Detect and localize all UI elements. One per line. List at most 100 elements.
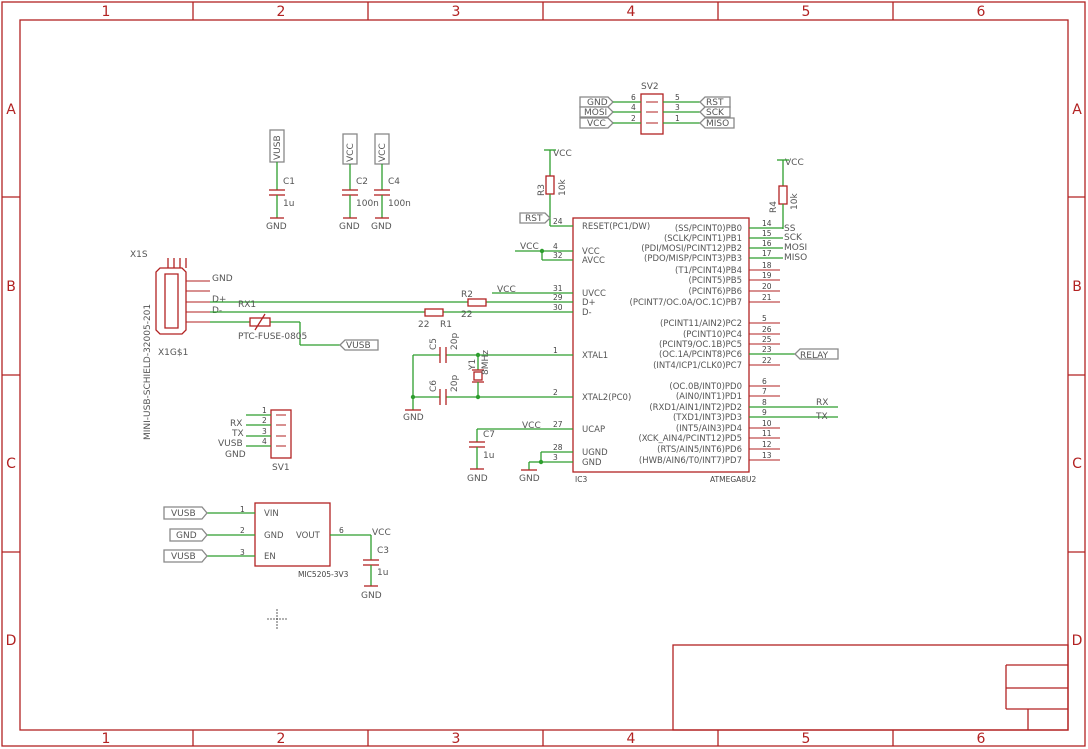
header-sv2[interactable]: SV2 GND MOSI VCC 6 4 2 5 3 1 RST SCK MIS… bbox=[579, 82, 735, 135]
frame-column-labels-top: 1 2 3 4 5 6 bbox=[102, 4, 986, 20]
relay-label: RELAY bbox=[800, 351, 829, 361]
mcu-pin-number: 5 bbox=[762, 314, 767, 323]
sv2-right-label: SCK bbox=[706, 108, 725, 118]
capacitor-c3[interactable]: VCC C3 1u GND bbox=[361, 528, 391, 601]
frame-column-labels-bottom: 1 2 3 4 5 6 bbox=[102, 731, 986, 747]
mcu-pin-number: 13 bbox=[762, 451, 772, 460]
mcu-value: ATMEGA8U2 bbox=[710, 475, 757, 484]
capacitor-c2[interactable]: VCC C2 100n GND bbox=[339, 133, 379, 232]
pin-number: 3 bbox=[240, 548, 245, 557]
mcu-pin-number: 29 bbox=[553, 293, 563, 302]
r3-value: 10k bbox=[558, 179, 568, 196]
gnd-label: GND bbox=[403, 413, 424, 423]
gnd-label: GND bbox=[266, 222, 287, 232]
resistor-r2[interactable]: R2 22 bbox=[461, 290, 487, 320]
c2-name: C2 bbox=[356, 177, 368, 187]
capacitor-c5[interactable]: C5 20p bbox=[429, 333, 460, 363]
col-label: 6 bbox=[977, 731, 986, 747]
usb-connector-x1[interactable]: X1S MINI-USB-SCHIELD-32005-201 X1G$1 GND… bbox=[130, 250, 233, 440]
mcu-pin-label: (PCINT11/AIN2)PC2 bbox=[660, 319, 742, 329]
mcu-pin-number: 7 bbox=[762, 387, 767, 396]
c6-value: 20p bbox=[450, 375, 460, 392]
mcu-ic3[interactable]: IC3 ATMEGA8U2 RESET(PC1/DW)24VCC4AVCC32U… bbox=[553, 217, 780, 484]
c2-value: 100n bbox=[356, 199, 379, 209]
mcu-pin-label: UCAP bbox=[582, 425, 605, 435]
sck-label: SCK bbox=[784, 233, 803, 243]
sv1-label: RX bbox=[230, 419, 242, 429]
col-label: 3 bbox=[452, 731, 461, 747]
c5-name: C5 bbox=[429, 338, 439, 350]
net-label-vcc: VCC bbox=[378, 143, 388, 162]
r1-name: R1 bbox=[440, 320, 452, 330]
row-label: A bbox=[1072, 102, 1082, 118]
col-label: 4 bbox=[627, 4, 636, 20]
pin-number: 1 bbox=[262, 406, 267, 415]
col-label: 6 bbox=[977, 4, 986, 20]
mcu-pin-number: 26 bbox=[762, 325, 772, 334]
mcu-pin-number: 1 bbox=[553, 346, 558, 355]
c4-value: 100n bbox=[388, 199, 411, 209]
capacitor-c4[interactable]: VCC C4 100n GND bbox=[371, 133, 411, 232]
mcu-pin-number: 16 bbox=[762, 239, 772, 248]
row-label: B bbox=[1072, 279, 1082, 295]
fuse-rx1[interactable]: RX1 PTC-FUSE-0805 bbox=[238, 300, 307, 342]
mcu-pin-number: 2 bbox=[553, 388, 558, 397]
mcu-pin-label: (OC.1A/PCINT8)PC6 bbox=[659, 350, 742, 360]
rx-label: RX bbox=[816, 398, 828, 408]
y1-name: Y1 bbox=[468, 359, 478, 371]
mcu-pin-number: 11 bbox=[762, 429, 772, 438]
mcu-pin-label: (AIN0/INT1)PD1 bbox=[676, 392, 742, 402]
col-label: 2 bbox=[277, 4, 286, 20]
gnd-label: GND bbox=[467, 474, 488, 484]
r3-name: R3 bbox=[537, 184, 547, 196]
ss-label: SS bbox=[784, 224, 796, 234]
header-sv1[interactable]: RX TX VUSB GND 1 2 3 4 SV1 bbox=[218, 406, 292, 473]
pin-number: 2 bbox=[240, 526, 245, 535]
mcu-pin-label: (OC.0B/INT0)PD0 bbox=[669, 382, 742, 392]
mcu-pin-number: 15 bbox=[762, 229, 772, 238]
resistor-r3[interactable]: VCC R3 10k RST bbox=[519, 149, 572, 226]
vusb-label: VUSB bbox=[171, 509, 196, 519]
row-label: B bbox=[6, 279, 16, 295]
capacitor-c6[interactable]: C6 20p bbox=[429, 375, 460, 405]
resistor-r1[interactable]: R1 22 bbox=[418, 308, 452, 330]
sv2-left-label: GND bbox=[587, 98, 608, 108]
mcu-pin-number: 25 bbox=[762, 335, 772, 344]
mcu-pin-number: 10 bbox=[762, 419, 772, 428]
mcu-pin-number: 27 bbox=[553, 420, 563, 429]
mcu-pin-number: 8 bbox=[762, 398, 767, 407]
mcu-pin-label: (T1/PCINT4)PB4 bbox=[675, 266, 742, 276]
sv2-left-label: VCC bbox=[587, 119, 606, 129]
vusb-label: VUSB bbox=[171, 552, 196, 562]
col-label: 5 bbox=[802, 4, 811, 20]
col-label: 5 bbox=[802, 731, 811, 747]
mcu-pin-label: (PCINT5)PB5 bbox=[688, 276, 742, 286]
frame-row-labels: A B C D A B C D bbox=[6, 102, 1083, 649]
col-label: 3 bbox=[452, 4, 461, 20]
regulator-ic1[interactable]: VIN GND EN VOUT MIC5205-3V3 1 2 3 6 VUSB… bbox=[163, 502, 371, 579]
capacitor-c7[interactable]: C7 1u GND bbox=[467, 429, 495, 484]
mcu-pin-number: 12 bbox=[762, 440, 772, 449]
vcc-label: VCC bbox=[497, 285, 516, 295]
mcu-pin-number: 20 bbox=[762, 282, 772, 291]
mcu-right-pins: (SS/PCINT0)PB014(SCLK/PCINT1)PB115(PDI/M… bbox=[630, 219, 780, 466]
c4-name: C4 bbox=[388, 177, 400, 187]
crystal-y1[interactable]: GND Y1 8MHz bbox=[403, 350, 573, 423]
mcu-pin-label: (HWB/AIN6/T0/INT7)PD7 bbox=[639, 456, 742, 466]
r4-name: R4 bbox=[769, 201, 779, 213]
r1-value: 22 bbox=[418, 320, 429, 330]
col-label: 2 bbox=[277, 731, 286, 747]
pin-number: 2 bbox=[631, 114, 636, 123]
usb-name: X1S bbox=[130, 250, 148, 260]
fuse-value: PTC-FUSE-0805 bbox=[238, 332, 307, 342]
mcu-pin-label: (XCK_AIN4/PCINT12)PD5 bbox=[638, 434, 742, 444]
mcu-pin-number: 30 bbox=[553, 303, 563, 312]
pin-number: 4 bbox=[262, 437, 267, 446]
resistor-r4[interactable]: VCC R4 10k bbox=[769, 158, 804, 229]
capacitor-c1[interactable]: VUSB C1 1u GND bbox=[266, 129, 295, 232]
mcu-pin-number: 4 bbox=[553, 242, 558, 251]
sv1-label: VUSB bbox=[218, 439, 243, 449]
sv1-label: TX bbox=[231, 429, 244, 439]
row-label: D bbox=[6, 633, 17, 649]
